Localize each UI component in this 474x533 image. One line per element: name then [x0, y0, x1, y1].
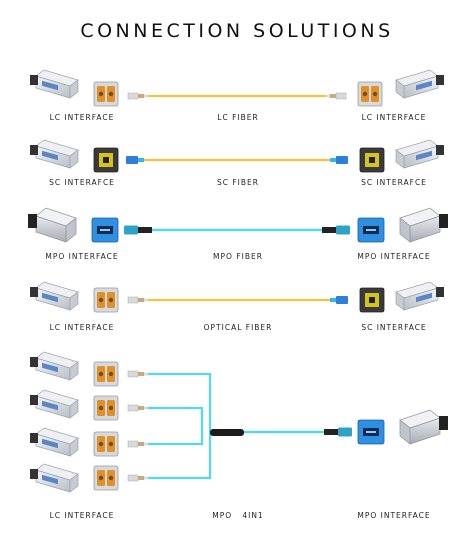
- lc-port-left: [93, 465, 119, 491]
- lc-plug-left: [127, 370, 149, 378]
- row2-right-label: SC INTERAFCE: [361, 178, 427, 187]
- row3-right-label: MPO INTERFACE: [357, 252, 431, 261]
- lc-plug-left: [127, 92, 149, 100]
- sc-port-right: [359, 147, 385, 173]
- sfp-module-left: [29, 281, 79, 311]
- qsfp-module-right: [399, 207, 449, 243]
- sfp-module-left: [29, 463, 79, 493]
- sfp-module-left: [29, 351, 79, 381]
- breakout-fanout: [210, 429, 244, 436]
- row4-right-label: SC INTERFACE: [361, 323, 427, 332]
- row-lc-lc: [29, 69, 445, 107]
- sfp-module-left: [29, 139, 79, 169]
- lc-port-left: [93, 361, 119, 387]
- sc-port-left: [93, 147, 119, 173]
- qsfp-module-left: [27, 207, 77, 243]
- row-lc-4in1-mpo: [29, 351, 449, 493]
- mpo-plug-left: [124, 225, 152, 235]
- qsfp-module-right: [399, 409, 449, 445]
- lc-port-left: [93, 81, 119, 107]
- row1-left-label: LC INTERFACE: [49, 113, 115, 122]
- row1-mid-label: LC FIBER: [217, 113, 259, 122]
- row5-mid-label: MPO 4IN1: [212, 511, 264, 520]
- lc-port-left: [93, 287, 119, 313]
- row1-right-label: LC INTERFACE: [361, 113, 427, 122]
- sfp-module-left: [29, 69, 79, 99]
- row3-left-label: MPO INTERFACE: [45, 252, 119, 261]
- row-lc-sc: [29, 281, 445, 313]
- row4-mid-label: OPTICAL FIBER: [203, 323, 273, 332]
- lc-port-right: [357, 81, 383, 107]
- lc-port-left: [93, 395, 119, 421]
- sc-port-right: [359, 287, 385, 313]
- row3-mid-label: MPO FIBER: [213, 252, 263, 261]
- lc-plug-left: [127, 474, 149, 482]
- sfp-module-left: [29, 389, 79, 419]
- page-title: CONNECTION SOLUTIONS: [80, 20, 394, 42]
- sc-plug-left: [126, 156, 144, 164]
- lc-port-left: [93, 431, 119, 457]
- sc-plug-right: [330, 156, 348, 164]
- row5-left-label: LC INTERFACE: [49, 511, 115, 520]
- lc-plug-left: [127, 440, 149, 448]
- mpo-plug-right: [324, 427, 352, 437]
- sfp-module-right: [395, 139, 445, 169]
- mpo-port-right: [357, 217, 385, 243]
- lc-plug-left: [127, 404, 149, 412]
- sfp-module-right: [395, 69, 445, 99]
- sc-plug-right: [330, 296, 348, 304]
- lc-plug-left: [127, 296, 149, 304]
- sfp-module-left: [29, 427, 79, 457]
- mpo-plug-right: [322, 225, 350, 235]
- lc-plug-right: [325, 92, 347, 100]
- sfp-module-right: [395, 281, 445, 311]
- row-mpo-mpo: [27, 207, 449, 243]
- row2-mid-label: SC FIBER: [216, 178, 259, 187]
- row4-left-label: LC INTERFACE: [49, 323, 115, 332]
- row5-right-label: MPO INTERFACE: [357, 511, 431, 520]
- mpo-port-right: [357, 419, 385, 445]
- aqua-breakout-fibers: [148, 372, 212, 480]
- mpo-port-left: [91, 217, 119, 243]
- row-sc-sc: [29, 139, 445, 173]
- row2-left-label: SC INTERAFCE: [49, 178, 115, 187]
